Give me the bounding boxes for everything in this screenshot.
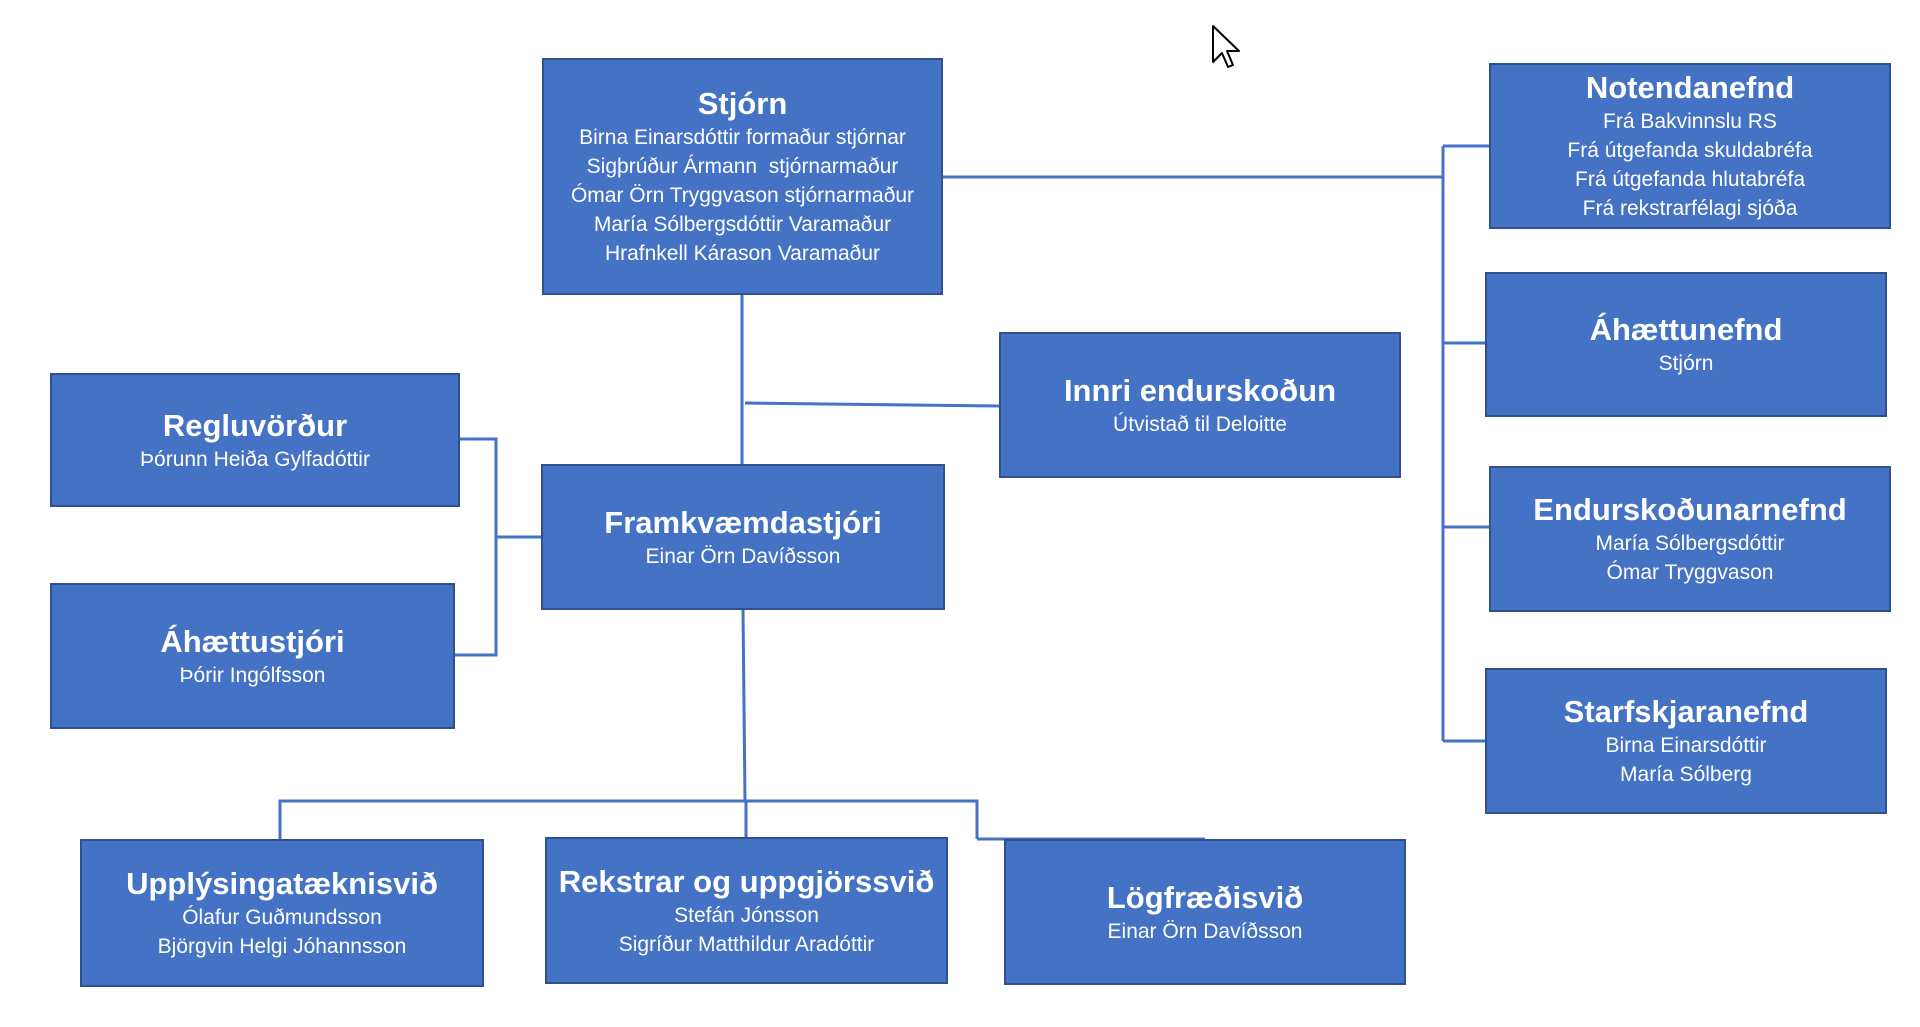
connector-innri: [744, 401, 1000, 408]
stjorn-member-3: Ómar Örn Tryggvason stjórnarmaður: [570, 184, 915, 207]
framkvaemdastjori-line-1: Einar Örn Davíðsson: [645, 544, 841, 568]
logfraedisvid-line-1: Einar Örn Davíðsson: [1107, 919, 1303, 943]
notendanefnd-title: Notendanefnd: [1585, 70, 1795, 105]
starfskjaranefnd-box[interactable]: Starfskjaranefnd Birna Einarsdóttir Marí…: [1485, 668, 1887, 814]
mouse-pointer-icon: [1212, 25, 1240, 68]
framkvaemdastjori-title: Framkvæmdastjóri: [604, 504, 882, 540]
endurskodunarnefnd-title: Endurskoðunarnefnd: [1533, 492, 1847, 527]
upplysingataeknisvid-line-1: Ólafur Guðmundsson: [182, 906, 382, 929]
connector-reglu: [454, 437, 498, 657]
rekstrar-uppgjorssvid-title: Rekstrar og uppgjörssvið: [558, 863, 935, 899]
innri-endurskodun-line-1: Útvistað til Deloitte: [1113, 412, 1287, 436]
regluvordur-title: Regluvörður: [162, 407, 348, 443]
innri-endurskodun-title: Innri endurskoðun: [1063, 372, 1337, 408]
ahaettustjori-title: Áhættustjóri: [160, 623, 345, 659]
ahaettunefnd-line-1: Stjórn: [1658, 352, 1714, 375]
upplysingataeknisvid-box[interactable]: Upplýsingatæknisvið Ólafur Guðmundsson B…: [80, 839, 484, 987]
ahaettustjori-box[interactable]: Áhættustjóri Þórir Ingólfsson: [50, 583, 455, 729]
starfskjaranefnd-line-1: Birna Einarsdóttir: [1605, 734, 1767, 757]
notendanefnd-line-3: Frá útgefanda hlutabréfa: [1575, 168, 1805, 191]
notendanefnd-line-1: Frá Bakvinnslu RS: [1603, 110, 1777, 133]
endurskodunarnefnd-line-1: María Sólbergsdóttir: [1595, 532, 1785, 555]
upplysingataeknisvid-title: Upplýsingatæknisvið: [126, 866, 438, 901]
rekstrar-uppgjorssvid-line-1: Stefán Jónsson: [674, 903, 819, 927]
starfskjaranefnd-line-2: María Sólberg: [1620, 763, 1752, 786]
notendanefnd-line-4: Frá rekstrarfélagi sjóða: [1582, 197, 1798, 220]
endurskodunarnefnd-line-2: Ómar Tryggvason: [1606, 561, 1774, 584]
logfraedisvid-box[interactable]: Lögfræðisvið Einar Örn Davíðsson: [1004, 839, 1406, 985]
starfskjaranefnd-title: Starfskjaranefnd: [1563, 694, 1809, 729]
connector-framkvaemda-down: [741, 608, 747, 802]
rekstrar-uppgjorssvid-box[interactable]: Rekstrar og uppgjörssvið Stefán Jónsson …: [545, 837, 948, 984]
innri-endurskodun-box[interactable]: Innri endurskoðun Útvistað til Deloitte: [999, 332, 1401, 478]
regluvordur-line-1: Þórunn Heiða Gylfadóttir: [140, 447, 370, 471]
stjorn-title: Stjórn: [697, 86, 788, 121]
upplysingataeknisvid-line-2: Björgvin Helgi Jóhannsson: [157, 935, 407, 958]
stjorn-member-4: María Sólbergsdóttir Varamaður: [593, 213, 892, 236]
ahaettunefnd-box[interactable]: Áhættunefnd Stjórn: [1485, 272, 1887, 417]
ahaettustjori-line-1: Þórir Ingólfsson: [179, 663, 326, 687]
stjorn-member-2: Sigþrúður Ármann stjórnarmaður: [586, 155, 899, 178]
regluvordur-box[interactable]: Regluvörður Þórunn Heiða Gylfadóttir: [50, 373, 460, 507]
endurskodunarnefnd-box[interactable]: Endurskoðunarnefnd María Sólbergsdóttir …: [1489, 466, 1891, 612]
stjorn-box[interactable]: Stjórn Birna Einarsdóttir formaður stjór…: [542, 58, 943, 295]
logfraedisvid-title: Lögfræðisvið: [1106, 879, 1304, 915]
ahaettunefnd-title: Áhættunefnd: [1589, 312, 1783, 347]
connector-upplysinga: [278, 799, 979, 839]
stjorn-member-5: Hrafnkell Kárason Varamaður: [604, 242, 881, 265]
notendanefnd-box[interactable]: Notendanefnd Frá Bakvinnslu RS Frá útgef…: [1489, 63, 1891, 229]
notendanefnd-line-2: Frá útgefanda skuldabréfa: [1567, 139, 1813, 162]
rekstrar-uppgjorssvid-line-2: Sigríður Matthildur Aradóttir: [618, 932, 875, 956]
framkvaemdastjori-box[interactable]: Framkvæmdastjóri Einar Örn Davíðsson: [541, 464, 945, 610]
stjorn-member-1: Birna Einarsdóttir formaður stjórnar: [579, 126, 906, 149]
